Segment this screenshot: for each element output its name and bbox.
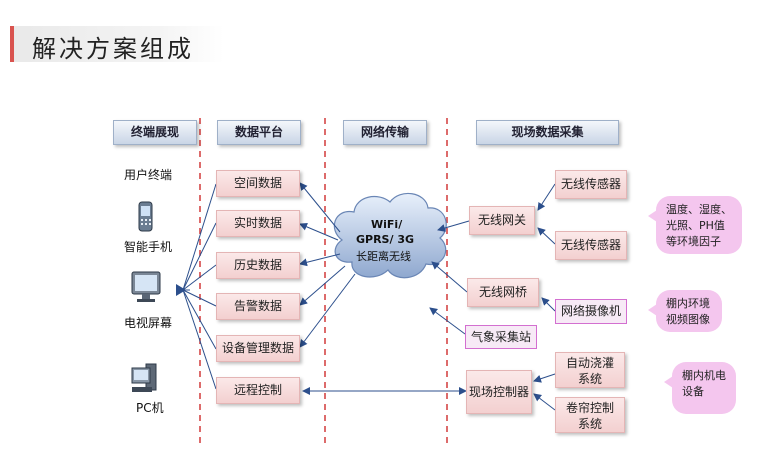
title-accent-bar <box>10 26 14 62</box>
tv-screen-label: 电视屏幕 <box>124 316 173 330</box>
platform-alarm-data: 告警数据 <box>216 293 300 320</box>
auto-irrigation-line1: 自动浇灌 <box>565 356 614 370</box>
pc-icon <box>131 363 157 392</box>
curtain-control-line2: 系统 <box>577 417 602 431</box>
weather-station: 气象采集站 <box>465 325 537 349</box>
terminal-arrowhead <box>176 284 186 296</box>
callout-video: 棚内环境视频图像 <box>648 290 722 332</box>
callout-environment-factors: 温度、湿度、光照、PH值等环境因子 <box>648 196 742 254</box>
platform-spatial-data: 空间数据 <box>216 170 300 197</box>
auto-irrigation-system: 自动浇灌 系统 <box>555 352 625 388</box>
curtain-control-system: 卷帘控制 系统 <box>555 397 625 433</box>
wireless-bridge: 无线网桥 <box>467 278 539 307</box>
smartphone-icon <box>138 201 153 232</box>
callout-equipment: 棚内机电设备 <box>664 362 736 414</box>
cloud-to-platform-links <box>299 182 356 348</box>
auto-irrigation-line2: 系统 <box>577 372 602 386</box>
terminal-links <box>176 183 217 390</box>
cloud-gprs-label: GPRS/ 3G <box>356 233 415 246</box>
field-to-cloud-links <box>429 183 556 411</box>
cloud-wifi-label: WiFi/ <box>371 218 403 231</box>
page-title-bar: 解决方案组成 <box>10 26 224 63</box>
cloud-long-range-label: 长距离无线 <box>356 250 411 263</box>
platform-history-data: 历史数据 <box>216 252 300 279</box>
platform-device-management-data: 设备管理数据 <box>216 335 300 362</box>
tv-screen-icon <box>131 271 161 302</box>
wireless-sensor-1: 无线传感器 <box>555 170 627 199</box>
wireless-sensor-2: 无线传感器 <box>555 231 627 260</box>
field-controller: 现场控制器 <box>466 370 532 414</box>
cloud-shape <box>333 192 447 279</box>
smartphone-label: 智能手机 <box>124 240 173 254</box>
platform-realtime-data: 实时数据 <box>216 210 300 237</box>
pc-label: PC机 <box>136 401 164 415</box>
user-terminal-label: 用户终端 <box>124 168 173 182</box>
page-title: 解决方案组成 <box>32 35 194 63</box>
curtain-control-line1: 卷帘控制 <box>565 401 614 415</box>
network-camera: 网络摄像机 <box>555 299 627 324</box>
header-terminal: 终端展现 <box>113 120 197 145</box>
platform-remote-control: 远程控制 <box>216 377 300 404</box>
header-network: 网络传输 <box>343 120 427 145</box>
wireless-gateway: 无线网关 <box>469 206 535 235</box>
header-platform: 数据平台 <box>217 120 301 145</box>
header-field: 现场数据采集 <box>476 120 619 145</box>
